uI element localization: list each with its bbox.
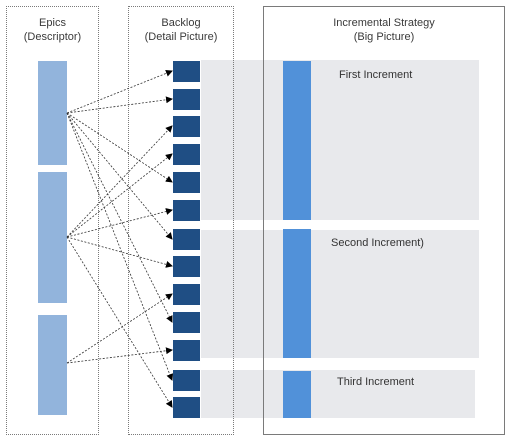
increment-label-third: Third Increment [337,376,415,388]
backlog-column-title: Backlog (Detail Picture) [128,16,234,44]
backlog-column-frame [128,6,234,435]
arrow-epic2-story3 [66,125,173,238]
arrow-epic2-story13 [66,236,173,408]
increment-label-first: First Increment [339,69,413,81]
increment-label-second: Second Increment) [331,237,424,249]
arrow-epic1-story1 [66,69,173,114]
epic-block-1 [38,61,67,165]
backlog-title-line2: (Detail Picture) [144,31,218,43]
backlog-story-8 [173,256,200,277]
strategy-title-line2: (Big Picture) [353,31,415,43]
epic-block-3 [38,315,67,415]
strategy-column-frame [263,6,505,435]
backlog-story-1 [173,61,200,82]
arrow-epic1-story12 [66,112,174,381]
backlog-story-9 [173,284,200,305]
epics-column-frame [6,6,99,435]
backlog-story-13 [173,397,200,418]
arrow-epic2-story4 [66,153,173,238]
backlog-story-7 [173,229,200,250]
increment-bar-third [283,371,311,418]
increment-band-third [201,370,475,418]
increment-bar-first [283,61,311,220]
epics-column-title: Epics (Descriptor) [6,16,99,44]
arrow-epic3-story11 [66,347,173,364]
increment-band-second [201,230,479,358]
arrow-epic3-story9 [66,293,173,364]
backlog-story-10 [173,312,200,333]
epic-block-2 [38,172,67,303]
arrow-epic2-story6 [66,208,173,238]
increment-bar-second [283,229,311,358]
arrow-epic2-story8 [66,236,173,268]
backlog-story-6 [173,200,200,221]
strategy-column-title: Incremental Strategy (Big Picture) [263,16,505,44]
strategy-title-line1: Incremental Strategy [333,17,435,29]
backlog-story-12 [173,370,200,391]
arrow-epic1-story10 [66,112,173,323]
backlog-story-3 [173,116,200,137]
backlog-story-5 [173,172,200,193]
backlog-story-2 [173,89,200,110]
backlog-story-11 [173,340,200,361]
backlog-story-4 [173,144,200,165]
epics-title-line2: (Descriptor) [23,31,82,43]
epics-title-line1: Epics [39,17,66,29]
increment-band-first [201,60,479,220]
arrow-epic1-story5 [66,112,173,183]
backlog-title-line1: Backlog [161,17,201,29]
arrow-epic1-story2 [66,96,173,114]
